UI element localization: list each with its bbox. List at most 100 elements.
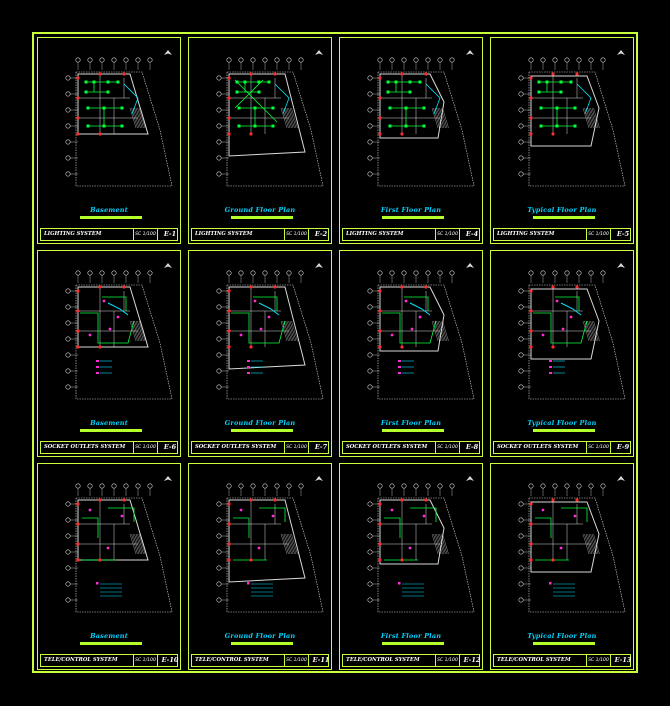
sheet-number: E-10	[157, 655, 182, 666]
building-outline	[379, 73, 445, 139]
north-arrow-icon	[617, 476, 625, 481]
north-arrow-icon	[617, 263, 625, 268]
grid-axis-markers	[518, 57, 606, 177]
column-markers	[529, 72, 579, 136]
drawing-scale: SC 1/100	[133, 229, 157, 240]
circuit-wiring	[384, 507, 437, 597]
system-name: TELE/CONTROL SYSTEM	[497, 657, 571, 663]
circuit-wiring	[80, 296, 135, 374]
interior-walls	[531, 287, 600, 347]
floor-plan-drawing	[367, 263, 475, 400]
grid-axis-markers	[216, 270, 304, 390]
site-boundary	[377, 71, 475, 187]
drawing-scale: SC 1/100	[586, 229, 610, 240]
drawing-scale: SC 1/100	[586, 655, 610, 666]
site-boundary	[528, 284, 626, 400]
grid-axis-markers	[518, 270, 606, 390]
building-outline	[77, 73, 149, 135]
drawing-scale: SC 1/100	[133, 442, 157, 453]
grid-axis-markers	[367, 483, 455, 603]
sheet-number: E-1	[157, 229, 182, 240]
north-arrow-icon	[164, 476, 172, 481]
site-boundary	[377, 284, 475, 400]
floor-plan-title: Typical Floor Plan	[527, 206, 597, 214]
drawing-scale: SC 1/100	[435, 442, 459, 453]
floor-title-underline	[80, 216, 142, 219]
floor-plan-title: First Floor Plan	[380, 632, 442, 640]
north-arrow-icon	[315, 476, 323, 481]
north-arrow-icon	[466, 50, 474, 55]
interior-walls	[78, 287, 147, 347]
system-name: LIGHTING SYSTEM	[497, 231, 555, 237]
floor-plan-drawing	[65, 476, 173, 613]
floor-plan-drawing	[367, 476, 475, 613]
floor-title-underline	[533, 216, 595, 219]
floor-plan-title: Ground Floor Plan	[224, 632, 296, 640]
drawing-scale: SC 1/100	[435, 229, 459, 240]
grid-axis-markers	[367, 57, 455, 177]
interior-walls	[78, 500, 147, 560]
north-arrow-icon	[164, 50, 172, 55]
system-name: SOCKET OUTLETS SYSTEM	[44, 444, 126, 450]
grid-axis-markers	[65, 483, 153, 603]
floor-title-underline	[231, 429, 293, 432]
floor-plan-drawing	[518, 50, 626, 187]
circuit-wiring	[231, 296, 286, 374]
drawing-scale: SC 1/100	[133, 655, 157, 666]
circuit-wiring	[386, 80, 441, 128]
interior-walls	[229, 74, 298, 134]
interior-walls	[531, 74, 600, 134]
system-name: LIGHTING SYSTEM	[346, 231, 404, 237]
interior-walls	[229, 500, 298, 560]
grid-axis-markers	[518, 483, 606, 603]
site-boundary	[75, 71, 173, 187]
floor-plan-title: Typical Floor Plan	[527, 419, 597, 427]
floor-plan-drawing	[216, 476, 324, 613]
floor-plan-title: Typical Floor Plan	[527, 632, 597, 640]
column-markers	[378, 498, 428, 562]
building-outline	[228, 286, 306, 370]
grid-axis-markers	[65, 57, 153, 177]
floor-title-underline	[382, 216, 444, 219]
north-arrow-icon	[315, 263, 323, 268]
building-outline	[77, 286, 149, 348]
grid-axis-markers	[216, 57, 304, 177]
system-name: SOCKET OUTLETS SYSTEM	[195, 444, 277, 450]
circuit-wiring	[533, 296, 588, 374]
system-name: LIGHTING SYSTEM	[44, 231, 102, 237]
building-outline	[379, 286, 445, 352]
floor-plan-title: Ground Floor Plan	[224, 419, 296, 427]
floor-title-underline	[231, 216, 293, 219]
north-arrow-icon	[164, 263, 172, 268]
floor-plan-drawing	[65, 50, 173, 187]
circuit-wiring	[82, 507, 135, 597]
sheet-number: E-2	[308, 229, 333, 240]
interior-walls	[531, 500, 600, 560]
floor-title-underline	[533, 642, 595, 645]
interior-walls	[380, 287, 449, 347]
sheet-number: E-12	[459, 655, 484, 666]
sheet-number: E-7	[308, 442, 333, 453]
circuit-wiring	[84, 80, 139, 128]
